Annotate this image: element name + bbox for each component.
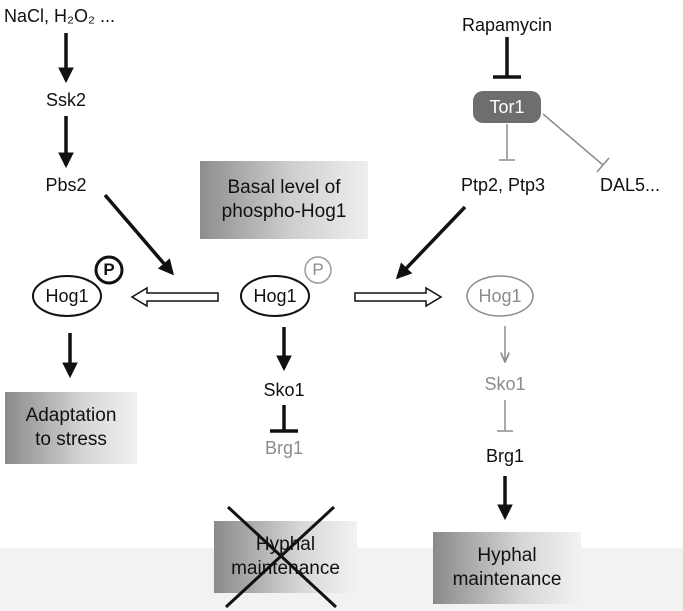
right-sko1-label: Sko1	[484, 374, 526, 394]
center-sko1-label: Sko1	[263, 380, 305, 400]
center-hyphal-line-1: Hyphal	[255, 534, 316, 555]
right-hyphal-box: Hyphal maintenance	[433, 532, 581, 604]
left-hog1-label: Hog1	[45, 286, 89, 306]
inhibit-tor1-to-dal5	[542, 113, 604, 166]
basal-line-1: Basal level of	[227, 177, 341, 198]
adaptation-box: Adaptation to stress	[5, 392, 137, 464]
center-phospho-circle	[304, 256, 332, 284]
dal5-label: DAL5...	[600, 175, 661, 195]
center-hyphal-box: Hyphal maintenance	[214, 521, 357, 593]
center-hog1-label: Hog1	[253, 286, 297, 306]
left-phospho-circle	[94, 255, 124, 285]
ptp-label: Ptp2, Ptp3	[460, 175, 546, 195]
hollow-arrow-right	[354, 286, 443, 308]
arrow-pbs2-to-center	[103, 193, 175, 276]
right-brg1-label: Brg1	[485, 446, 525, 466]
basal-level-box: Basal level of phospho-Hog1	[200, 161, 368, 239]
right-hog1-ellipse	[466, 275, 534, 317]
arrow-ptp-to-center	[395, 205, 467, 280]
pbs2-label: Pbs2	[45, 175, 87, 195]
right-hog1-label: Hog1	[478, 286, 522, 306]
inhibit-bar-dal5	[596, 157, 610, 173]
center-phospho-label: P	[312, 260, 324, 279]
tor1-box: Tor1	[473, 91, 541, 123]
adaptation-line-2: to stress	[35, 429, 107, 450]
right-hyphal-line-2: maintenance	[452, 569, 562, 590]
rapamycin-label: Rapamycin	[461, 15, 553, 35]
ssk2-label: Ssk2	[45, 90, 87, 110]
left-phospho-label: P	[103, 260, 115, 279]
center-brg1-label: Brg1	[264, 438, 304, 458]
hollow-arrow-left	[130, 286, 219, 308]
stress-label: NaCl, H₂O₂ ...	[4, 6, 115, 26]
right-hyphal-line-1: Hyphal	[477, 545, 537, 566]
basal-line-2: phospho-Hog1	[221, 201, 347, 222]
left-hog1-ellipse	[32, 275, 102, 317]
center-hyphal-line-2: maintenance	[231, 558, 340, 579]
adaptation-line-1: Adaptation	[25, 405, 117, 426]
center-hog1-ellipse	[240, 275, 310, 317]
